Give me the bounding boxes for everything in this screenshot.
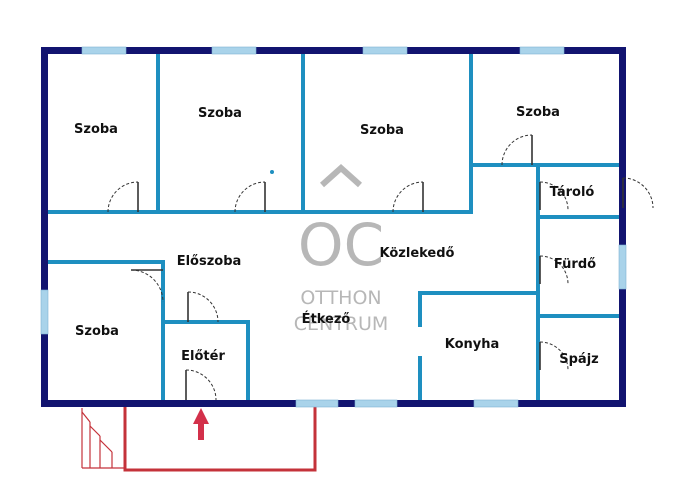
window [81,46,127,55]
room-label-etkezo: Étkező [302,311,351,327]
door-swing [107,181,139,213]
room-label-szoba-3: Szoba [360,123,404,138]
watermark-logo-text: OC [298,211,384,279]
room-label-szoba-4: Szoba [516,105,560,120]
room-label-spajz: Spájz [559,352,598,367]
room-label-szoba-2: Szoba [198,106,242,121]
door-swing [539,181,569,211]
window [473,399,519,408]
door-swing [622,177,654,209]
terrace [123,405,317,472]
doors [107,134,654,401]
watermark-line-1: OTTHON [300,287,381,309]
window [618,244,627,290]
door-swing [539,255,569,285]
window [354,399,398,408]
watermark-line-2: CENTRUM [294,313,389,335]
window [40,289,49,335]
roof-shape [319,163,363,188]
window [295,399,339,408]
window [519,46,565,55]
door-swing [185,369,217,401]
window [362,46,408,55]
otthon-centrum-logo-icon: OC OTTHON CENTRUM [294,163,389,335]
steps [81,408,124,469]
door-swing [130,269,164,303]
door-swing [187,291,219,323]
room-label-konyha: Konyha [445,337,500,352]
entrance-arrow-icon [193,408,209,440]
marker-dot [270,170,274,174]
window [211,46,257,55]
door-swing [234,181,266,213]
door-swing [539,341,569,371]
door-swing [501,134,533,166]
door-swing [392,181,424,213]
room-label-kozlekedo: Közlekedő [380,246,455,261]
door-leaves [131,135,624,400]
room-label-eloszoba: Előszoba [177,254,242,269]
room-label-szoba-1: Szoba [74,122,118,137]
room-label-eloter: Előtér [181,349,225,364]
room-label-furdo: Fürdő [554,257,596,272]
windows [40,46,627,408]
room-label-tarolo: Tároló [550,185,595,200]
inner-walls [44,50,621,402]
room-label-szoba-5: Szoba [75,324,119,339]
